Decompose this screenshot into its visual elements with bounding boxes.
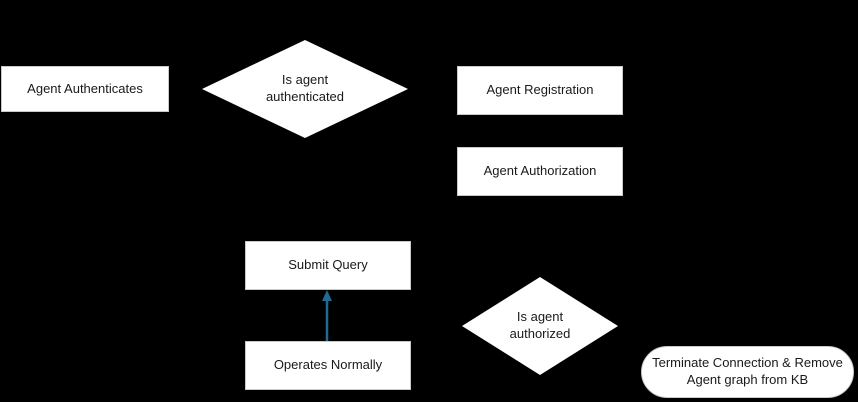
node-operates-normally: Operates Normally xyxy=(245,341,411,390)
node-label: Agent Authenticates xyxy=(27,80,143,96)
node-agent-authorization: Agent Authorization xyxy=(457,147,623,196)
node-submit-query: Submit Query xyxy=(245,241,411,290)
node-label: Submit Query xyxy=(288,257,368,273)
arrow-head-up-icon xyxy=(322,290,332,301)
node-label: Agent Authorization xyxy=(483,163,597,179)
node-terminate-connection: Terminate Connection & Remove Agent grap… xyxy=(641,346,854,398)
node-label: Agent Registration xyxy=(486,82,594,98)
node-decision-is-agent-authenticated: Is agent authenticated xyxy=(202,40,408,138)
node-label: Operates Normally xyxy=(273,357,383,373)
node-label: Is agent authorized xyxy=(509,309,571,341)
arrow-operates-normally-to-submit-query xyxy=(322,290,332,341)
node-decision-is-agent-authorized: Is agent authorized xyxy=(462,277,618,375)
node-agent-authenticates: Agent Authenticates xyxy=(1,66,169,112)
node-agent-registration: Agent Registration xyxy=(457,66,623,115)
node-label: Is agent authenticated xyxy=(265,72,345,104)
node-label: Terminate Connection & Remove Agent grap… xyxy=(652,355,843,387)
